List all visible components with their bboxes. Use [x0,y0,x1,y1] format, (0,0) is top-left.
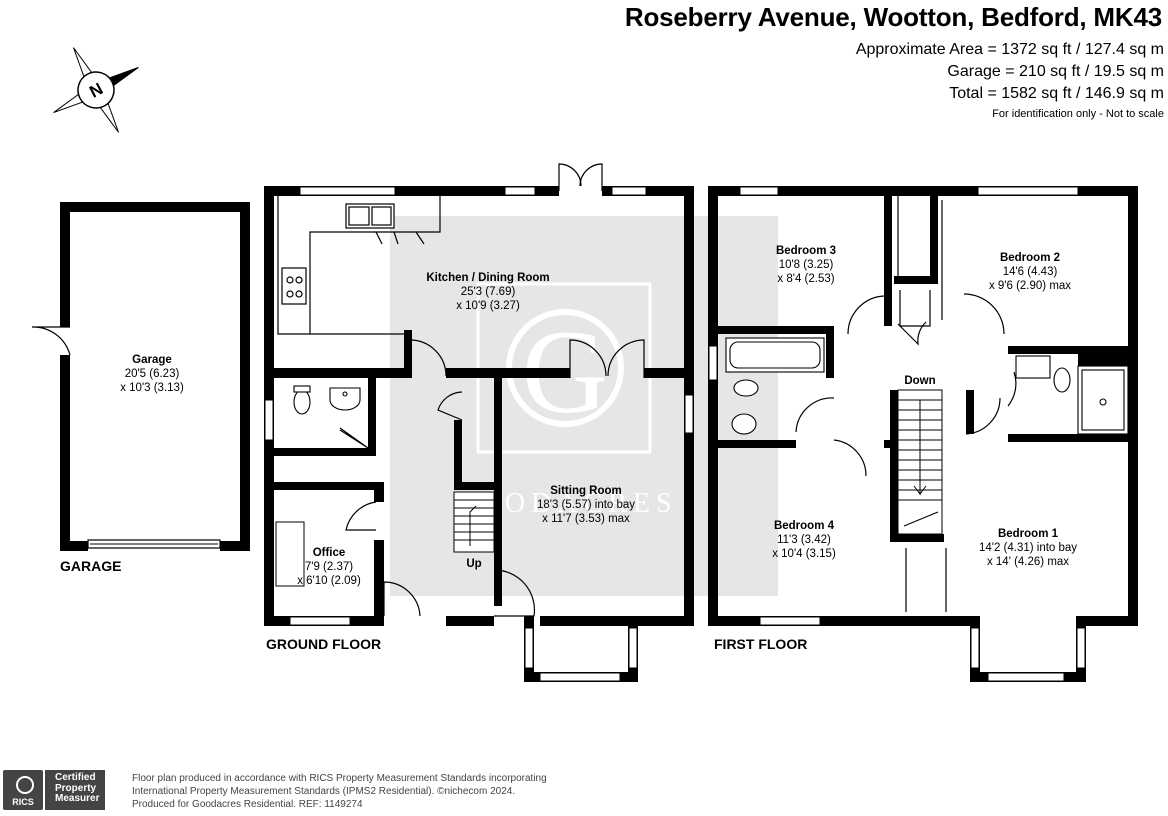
room-dim-kitchen-2: x 10'9 (3.27) [456,300,520,312]
stairs-up-label: Up [466,558,481,570]
floor-label-ground: GROUND FLOOR [266,636,381,652]
room-dim-bedroom2-1: 14'6 (4.43) [1003,266,1058,278]
footer-text: Floor plan produced in accordance with R… [132,772,592,811]
stairs-down-label: Down [904,375,935,387]
rics-logo-icon [16,776,34,794]
room-name-kitchen: Kitchen / Dining Room [426,272,549,284]
room-dim-bedroom3-2: x 8'4 (2.53) [777,273,834,285]
room-dim-kitchen-1: 25'3 (7.69) [461,286,516,298]
garage-walls [60,202,250,551]
ground-stairs [453,491,495,553]
identification-note: For identification only - Not to scale [992,108,1164,120]
room-name-sitting: Sitting Room [550,485,622,497]
room-dim-garage-2: x 10'3 (3.13) [120,382,184,394]
property-address-title: Roseberry Avenue, Wootton, Bedford, MK43 [624,2,1162,32]
room-dim-bedroom1-1: 14'2 (4.31) into bay [979,542,1077,554]
footer-line-2: International Property Measurement Stand… [132,786,516,797]
room-dim-sitting-1: 18'3 (5.57) into bay [537,499,635,511]
room-name-office: Office [313,547,346,559]
rics-badge: RICS Certified Property Measurer [3,770,105,812]
floor-label-first: FIRST FLOOR [714,636,807,652]
room-dim-bedroom3-1: 10'8 (3.25) [779,259,834,271]
badge-line-1: Certified [55,772,96,783]
kitchen-units [277,196,441,335]
room-dim-bedroom4-2: x 10'4 (3.15) [772,548,836,560]
badge-line-2: Property [55,782,97,794]
garage-area: Garage = 210 sq ft / 19.5 sq m [947,63,1164,80]
total-area: Total = 1582 sq ft / 146.9 sq m [949,85,1164,102]
room-name-bedroom4: Bedroom 4 [774,520,835,532]
room-dim-bedroom2-2: x 9'6 (2.90) max [989,280,1071,292]
footer-line-1: Floor plan produced in accordance with R… [132,773,547,784]
badge-line-3: Measurer [55,793,100,804]
floor-label-garage: GARAGE [60,558,121,574]
compass-rose-icon: N [53,47,139,133]
room-name-bedroom2: Bedroom 2 [1000,252,1060,264]
room-name-bedroom1: Bedroom 1 [998,528,1059,540]
room-name-garage: Garage [132,354,172,366]
approximate-area: Approximate Area = 1372 sq ft / 127.4 sq… [855,41,1164,58]
room-dim-office-1: 7'9 (2.37) [305,561,353,573]
room-dim-bedroom1-2: x 14' (4.26) max [987,556,1069,568]
room-dim-office-2: x 6'10 (2.09) [297,575,361,587]
first-floor-stairs [897,389,943,535]
room-name-bedroom3: Bedroom 3 [776,245,836,257]
room-dim-garage-1: 20'5 (6.23) [125,368,180,380]
footer-line-3: Produced for Goodacres Residential. REF:… [132,799,363,810]
room-dim-sitting-2: x 11'7 (3.53) max [542,513,630,525]
room-dim-bedroom4-1: 11'3 (3.42) [777,534,831,546]
